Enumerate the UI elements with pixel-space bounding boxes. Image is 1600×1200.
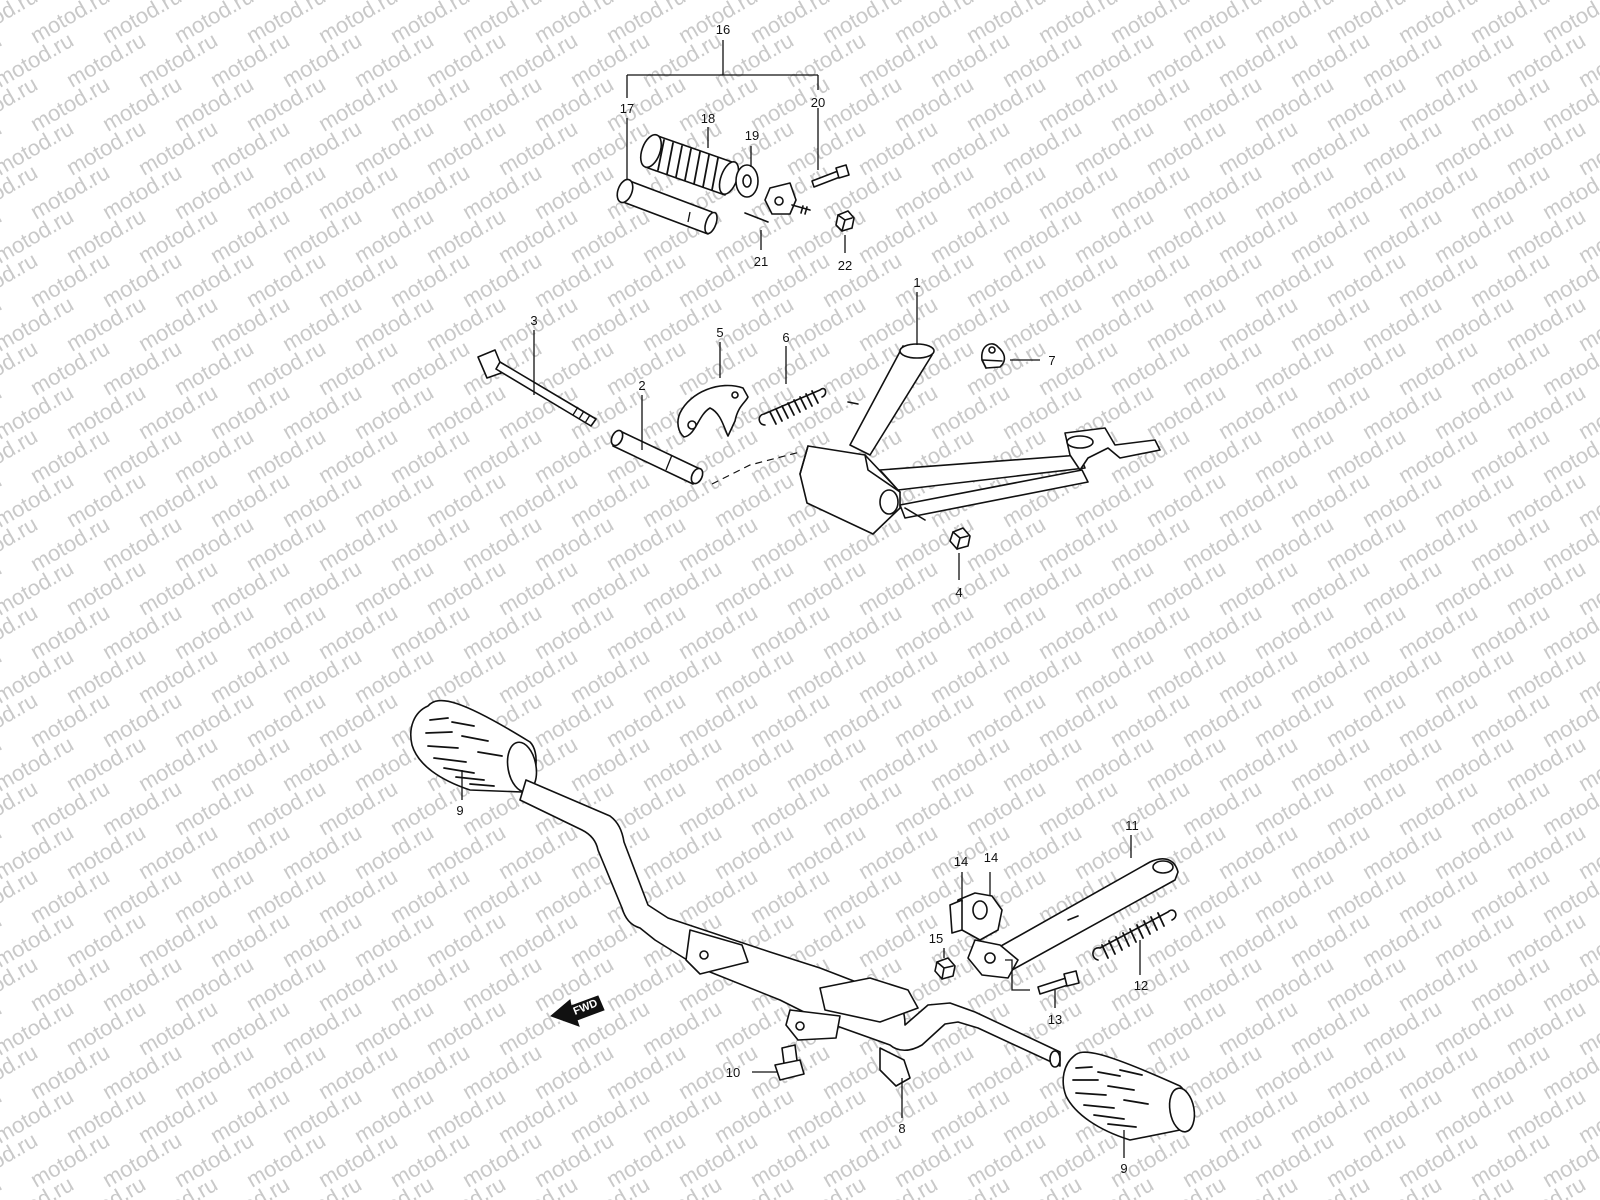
part-footrest-clamp	[764, 182, 811, 215]
part-3-stand-bolt	[477, 349, 597, 427]
callout-18: 18	[701, 111, 715, 126]
callout-labels: 16 17 18 19 20 21 22 1 3 5 6 7 2 4 9 11 …	[456, 22, 1148, 1176]
callout-1: 1	[913, 275, 920, 290]
part-10-bolt	[774, 1044, 805, 1081]
part-12-side-stand-spring	[1092, 909, 1177, 961]
callout-2: 2	[638, 378, 645, 393]
part-17-footrest-shaft	[616, 178, 718, 235]
callout-14-left: 14	[954, 854, 968, 869]
part-11-side-stand	[967, 858, 1179, 979]
part-15-nut	[934, 957, 956, 980]
callout-9-right: 9	[1120, 1161, 1127, 1176]
part-2-pivot-pipe	[610, 429, 704, 485]
callout-22: 22	[838, 258, 852, 273]
callout-15: 15	[929, 931, 943, 946]
callout-8: 8	[898, 1121, 905, 1136]
part-18-rubber-grip	[639, 133, 740, 196]
callout-14-right: 14	[984, 850, 998, 865]
callout-12: 12	[1134, 978, 1148, 993]
callout-11: 11	[1125, 818, 1139, 833]
callout-3: 3	[530, 313, 537, 328]
watermark-text: motod.ru	[1574, 0, 1600, 4]
part-22-nut	[835, 210, 855, 232]
part-9-right-footpeg	[1062, 1051, 1196, 1141]
part-1-center-stand	[799, 343, 1161, 535]
part-group-16-bracket	[626, 40, 819, 98]
part-7-cap-nut	[981, 343, 1006, 369]
callout-13: 13	[1048, 1012, 1062, 1027]
callout-17: 17	[620, 101, 634, 116]
callout-21: 21	[754, 254, 768, 269]
part-13-bolt	[1037, 970, 1080, 995]
part-20-bolt	[811, 164, 850, 188]
callout-7: 7	[1048, 353, 1055, 368]
part-21-pin	[744, 212, 769, 223]
part-4-nut	[949, 527, 971, 550]
callout-9-left: 9	[456, 803, 463, 818]
callout-5: 5	[716, 325, 723, 340]
callout-16: 16	[716, 22, 730, 37]
callout-20: 20	[811, 95, 825, 110]
callout-10: 10	[726, 1065, 740, 1080]
part-19-washer	[735, 164, 759, 198]
callout-19: 19	[745, 128, 759, 143]
part-8-footrest-bar	[519, 779, 1061, 1087]
part-14-bracket-plate	[949, 892, 1003, 941]
part-6-stand-spring	[758, 387, 827, 426]
callout-6: 6	[782, 330, 789, 345]
callout-4: 4	[955, 585, 962, 600]
part-5-stopper-plate	[677, 384, 749, 438]
part-9-left-footpeg	[410, 699, 538, 793]
